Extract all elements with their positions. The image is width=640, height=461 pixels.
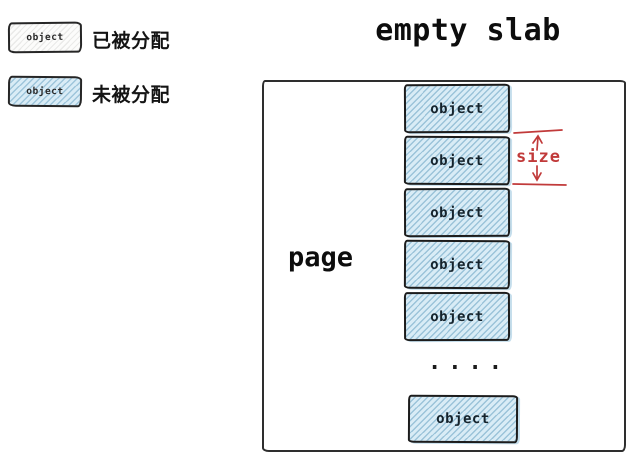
page-box: page object object object object object …	[262, 80, 626, 452]
object-cell: object	[403, 187, 511, 238]
diagram-title: empty slab	[375, 13, 561, 48]
object-cell-label: object	[430, 100, 484, 117]
object-cell-label: object	[430, 308, 484, 325]
object-cell: object	[403, 135, 511, 186]
object-cell-last: object	[407, 394, 519, 444]
legend-allocated-swatch: object	[7, 21, 83, 54]
object-cell-label: object	[430, 152, 484, 169]
page-label: page	[288, 242, 354, 273]
legend-allocated-swatch-label: object	[26, 31, 64, 44]
size-label: size	[516, 147, 561, 167]
size-dimension-arrows-icon	[512, 129, 567, 186]
legend-free-swatch-label: object	[26, 85, 64, 98]
object-cell-label: object	[430, 256, 484, 273]
legend-free-swatch: object	[7, 75, 83, 108]
object-cell: object	[403, 83, 511, 134]
legend-free-label: 未被分配	[92, 85, 171, 106]
ellipsis: ....	[428, 350, 509, 375]
object-cell-label: object	[430, 204, 484, 221]
object-cell-label: object	[436, 410, 490, 428]
object-cell: object	[403, 239, 511, 290]
object-cell: object	[403, 291, 511, 342]
legend-allocated-label: 已被分配	[92, 31, 171, 52]
